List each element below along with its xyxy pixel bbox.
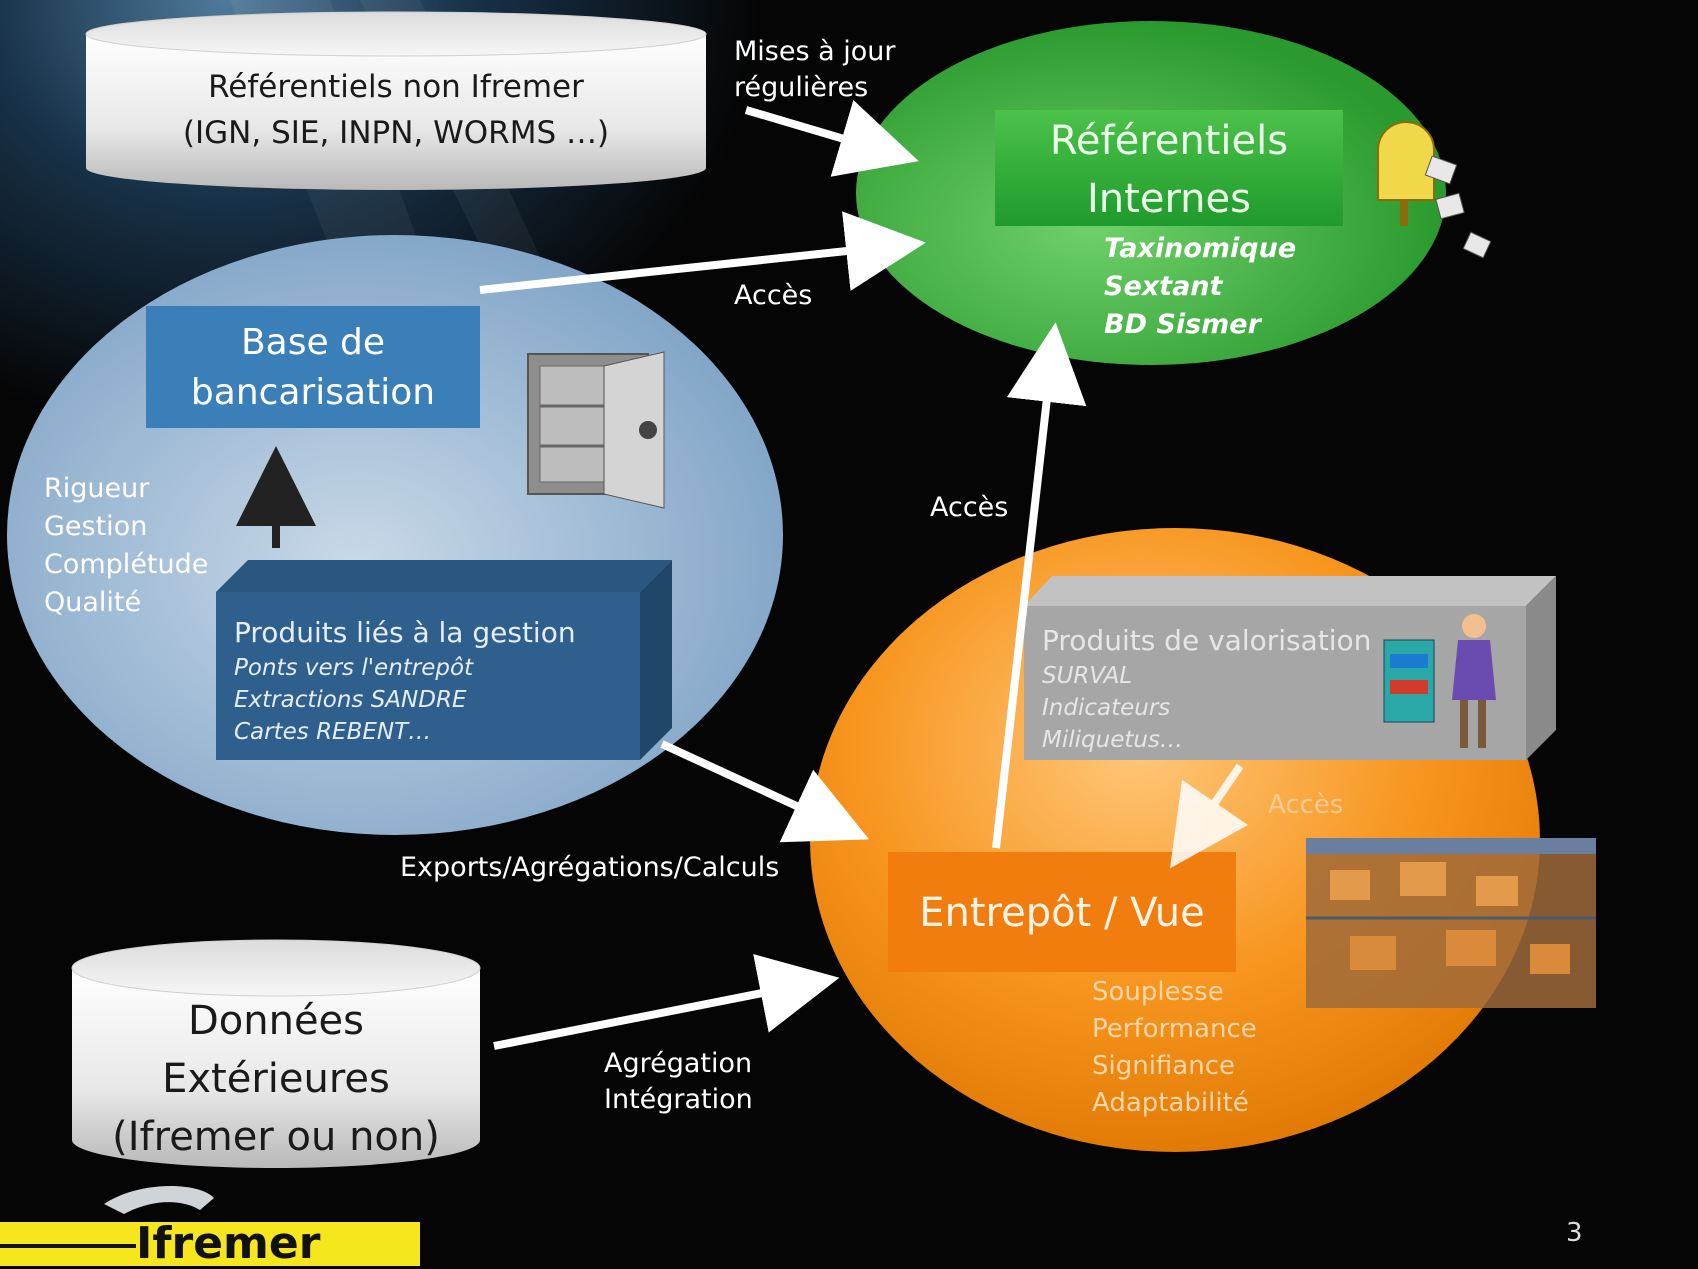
label-agregation-line2: Intégration	[604, 1084, 753, 1115]
produits-gestion-item-cartes: Cartes REBENT…	[234, 719, 432, 745]
arrow-exports	[660, 740, 870, 843]
bancarisation-title-line1: Base de	[240, 322, 386, 363]
bancarisation-title: Base de bancarisation	[146, 318, 480, 418]
box-entrepot	[888, 852, 1236, 972]
arrow-valorisation-to-entrepot	[1169, 763, 1249, 869]
entrepot-inner-acces-label: Accès	[1268, 790, 1344, 820]
entrepot-title: Entrepôt / Vue	[919, 890, 1205, 936]
shopper-icon	[1383, 614, 1496, 748]
label-acces-mid: Accès	[930, 492, 1009, 523]
bancarisation-title-line2: bancarisation	[190, 372, 436, 413]
quality-completude: Complétude	[44, 549, 209, 580]
valorisation-item-surval: SURVAL	[1042, 663, 1133, 689]
produits-gestion-item-ponts: Ponts vers l'entrepôt	[234, 655, 474, 681]
entrepot-qualities: Souplesse Performance Signifiance Adapta…	[1092, 974, 1257, 1122]
referentiels-title-line1: Référentiels	[1049, 118, 1289, 164]
quality-adaptabilite: Adaptabilité	[1092, 1088, 1249, 1118]
arrow-acces-top	[479, 211, 926, 294]
quality-gestion: Gestion	[44, 511, 148, 542]
ifremer-logo	[0, 1185, 420, 1266]
warehouse-image	[1306, 838, 1596, 1008]
safe-icon	[527, 351, 665, 509]
produits-gestion-item-extractions: Extractions SANDRE	[234, 687, 467, 713]
mailbox-icon	[1377, 121, 1492, 259]
produits-gestion-title: Produits liés à la gestion	[234, 616, 576, 649]
arrow-acces-mid	[992, 322, 1087, 849]
label-mises-a-jour-line2: régulières	[734, 72, 869, 103]
produits-valorisation-title: Produits de valorisation	[1042, 624, 1372, 657]
cylinder-bottom-line1: Données	[187, 998, 365, 1044]
cylinder-bottom-text: Données Extérieures (Ifremer ou non)	[72, 992, 480, 1166]
cylinder-donnees-exterieures	[71, 939, 481, 1168]
label-agregation-line1: Agrégation	[604, 1048, 753, 1079]
quality-performance: Performance	[1092, 1014, 1257, 1044]
box-referentiels-internes	[995, 110, 1343, 226]
referentiels-items: Taxinomique Sextant BD Sismer	[1104, 230, 1296, 344]
quality-qualite: Qualité	[44, 587, 142, 618]
arrow-agregation	[493, 954, 840, 1050]
label-exports: Exports/Agrégations/Calculs	[400, 852, 780, 883]
referentiels-title-line2: Internes	[1087, 176, 1251, 222]
produits-gestion-text: Produits liés à la gestion Ponts vers l'…	[234, 614, 576, 748]
quality-souplesse: Souplesse	[1092, 977, 1224, 1007]
cylinder-bottom-line3: (Ifremer ou non)	[112, 1114, 440, 1160]
box-produits-gestion	[216, 560, 672, 760]
cylinder-referentiels-non-ifremer	[85, 11, 707, 190]
label-mises-a-jour-line1: Mises à jour	[734, 36, 896, 67]
referentiels-item-sextant: Sextant	[1104, 271, 1223, 302]
label-mises-a-jour: Mises à jour régulières	[734, 34, 896, 106]
valorisation-item-indicateurs: Indicateurs	[1042, 695, 1171, 721]
cylinder-bottom-line2: Extérieures	[162, 1056, 390, 1102]
produits-valorisation-text: Produits de valorisation SURVAL Indicate…	[1042, 622, 1371, 756]
cylinder-top-text: Référentiels non Ifremer (IGN, SIE, INPN…	[86, 64, 706, 156]
label-agregation: Agrégation Intégration	[604, 1046, 753, 1118]
label-acces-top: Accès	[734, 280, 813, 311]
quality-signifiance: Signifiance	[1092, 1051, 1236, 1081]
ifremer-logo-text: Ifremer	[136, 1218, 321, 1269]
bancarisation-qualities: Rigueur Gestion Complétude Qualité	[44, 470, 208, 622]
quality-rigueur: Rigueur	[44, 473, 150, 504]
valorisation-item-miliquetus: Miliquetus…	[1042, 727, 1183, 753]
referentiels-item-taxinomique: Taxinomique	[1104, 233, 1297, 264]
referentiels-title: Référentiels Internes	[995, 112, 1343, 228]
referentiels-item-bd-sismer: BD Sismer	[1104, 309, 1261, 340]
arrow-mises-a-jour	[744, 100, 919, 177]
page-number: 3	[1566, 1218, 1583, 1248]
cylinder-top-line2: (IGN, SIE, INPN, WORMS …)	[182, 115, 610, 151]
box-bancarisation	[146, 306, 480, 428]
cylinder-top-line1: Référentiels non Ifremer	[208, 69, 584, 105]
